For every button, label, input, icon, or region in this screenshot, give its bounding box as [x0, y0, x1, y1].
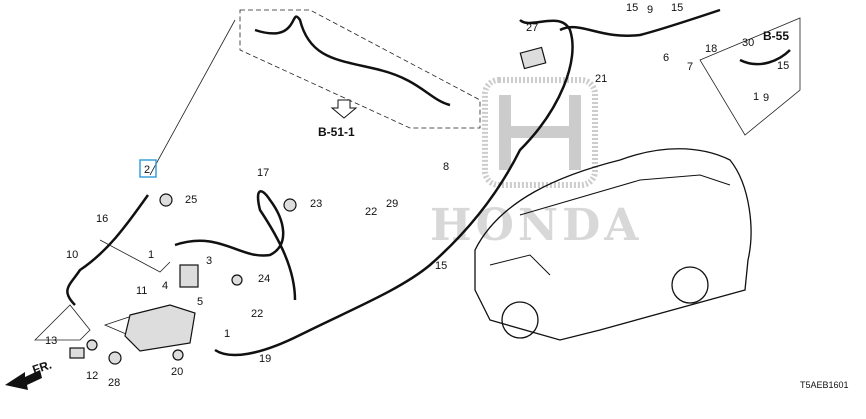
hose-16	[66, 194, 150, 306]
highlight-box	[139, 159, 157, 178]
hose-17	[174, 190, 297, 301]
hose-8-19	[214, 18, 574, 357]
callouts: 2 25 16 10 1 3 4 24 5 11 17 23 22 29 22 …	[45, 2, 789, 389]
callout-9[interactable]: 9	[763, 92, 769, 104]
callout-4[interactable]: 4	[162, 280, 168, 292]
arrow-down-icon	[330, 99, 358, 119]
ref-b-55[interactable]: B-55	[763, 29, 789, 43]
callout-2[interactable]: 2	[144, 164, 150, 176]
callout-12[interactable]: 12	[86, 370, 98, 382]
callout-25[interactable]: 25	[185, 194, 197, 206]
callout-27[interactable]: 27	[526, 22, 538, 34]
callout-21[interactable]: 21	[595, 73, 607, 85]
callout-20[interactable]: 20	[171, 366, 183, 378]
diagram-code: T5AEB1601	[800, 380, 849, 390]
washer-reservoir	[124, 304, 196, 352]
callout-8[interactable]: 8	[443, 161, 449, 173]
callout-7[interactable]: 7	[687, 61, 693, 73]
callout-28[interactable]: 28	[108, 377, 120, 389]
callout-1[interactable]: 1	[224, 328, 230, 340]
callout-18[interactable]: 18	[705, 43, 717, 55]
callout-24[interactable]: 24	[258, 273, 270, 285]
front-arrow-icon	[5, 370, 42, 390]
car-outline	[474, 148, 752, 341]
callout-10[interactable]: 10	[66, 249, 78, 261]
callout-22[interactable]: 22	[251, 308, 263, 320]
callout-22[interactable]: 22	[365, 206, 377, 218]
honda-watermark: HONDA	[430, 77, 642, 251]
callout-15[interactable]: 15	[777, 60, 789, 72]
callout-29[interactable]: 29	[386, 198, 398, 210]
callout-16[interactable]: 16	[96, 213, 108, 225]
callout-9[interactable]: 9	[647, 4, 653, 16]
svg-text:HONDA: HONDA	[430, 200, 642, 251]
callout-11[interactable]: 11	[136, 285, 147, 297]
callout-3[interactable]: 3	[206, 255, 212, 267]
callout-6[interactable]: 6	[663, 52, 669, 64]
callout-15[interactable]: 15	[435, 260, 447, 272]
front-label: FR.	[31, 358, 54, 377]
callout-13[interactable]: 13	[45, 335, 57, 347]
detail-box	[239, 9, 481, 129]
callout-19[interactable]: 19	[259, 353, 271, 365]
detail-box-right	[699, 17, 801, 136]
callout-30[interactable]: 30	[742, 37, 754, 49]
ref-b-51-1[interactable]: B-51-1	[318, 125, 355, 139]
callout-5[interactable]: 5	[197, 296, 203, 308]
callout-17[interactable]: 17	[257, 167, 269, 179]
callout-15[interactable]: 15	[626, 2, 638, 14]
callout-23[interactable]: 23	[310, 198, 322, 210]
callout-1[interactable]: 1	[753, 91, 759, 103]
callout-15[interactable]: 15	[671, 2, 683, 14]
washer-pump	[179, 264, 199, 288]
callout-1[interactable]: 1	[148, 249, 154, 261]
